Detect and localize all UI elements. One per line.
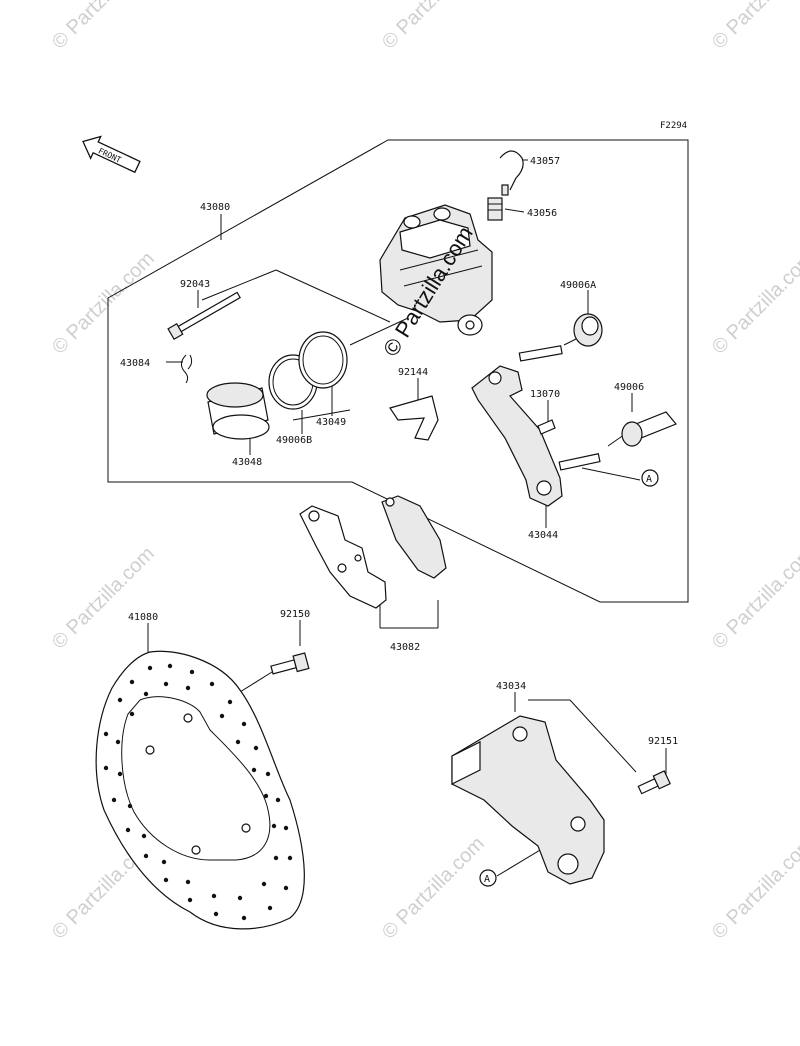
caliper-assembly-outline <box>107 139 689 603</box>
dust-seal <box>298 331 348 389</box>
retainer-clip <box>537 419 556 435</box>
disc-vent-holes <box>103 663 293 921</box>
part-label: 43044 <box>528 530 558 541</box>
boot-49006A <box>573 313 603 347</box>
ref-marker-label: A <box>484 874 490 885</box>
diagram-code: F2294 <box>660 121 687 131</box>
part-label: 92151 <box>648 736 678 747</box>
part-label: 92150 <box>280 609 310 620</box>
watermark: © Partzilla.com <box>48 248 159 359</box>
part-label: 92043 <box>180 279 210 290</box>
watermark: © Partzilla.com <box>378 0 489 54</box>
front-arrow-icon: FRONT <box>82 135 141 174</box>
part-labels: 43057 43056 43080 92043 43084 49006A 921… <box>120 156 678 747</box>
ref-marker-a-lower: A <box>479 869 497 887</box>
ref-marker-label: A <box>646 474 652 485</box>
bracket-bolt <box>637 770 671 795</box>
watermark: © Partzilla.com <box>708 248 800 359</box>
part-label: 43057 <box>530 156 560 167</box>
brake-disc <box>95 650 305 930</box>
ref-marker-a-upper: A <box>641 469 659 487</box>
part-label: 43084 <box>120 358 150 369</box>
part-label: 49006 <box>614 382 644 393</box>
part-label: 13070 <box>530 389 560 400</box>
part-label: 92144 <box>398 367 428 378</box>
hose-fitting <box>499 150 524 196</box>
brake-pad-inner <box>381 495 447 579</box>
caliper-mount-bracket <box>451 715 605 885</box>
part-label: 49006A <box>560 280 596 291</box>
part-label: 43049 <box>316 417 346 428</box>
watermark: © Partzilla.com <box>378 833 489 944</box>
part-label: 43080 <box>200 202 230 213</box>
watermark: © Partzilla.com <box>708 833 800 944</box>
leader-lines <box>147 159 667 877</box>
bleeder-valve <box>487 197 503 221</box>
pin-clip <box>180 354 193 384</box>
caliper-body <box>379 204 493 336</box>
part-label: 41080 <box>128 612 158 623</box>
part-label: 43034 <box>496 681 526 692</box>
part-label: 43056 <box>527 208 557 219</box>
caliper-bracket <box>471 365 563 507</box>
watermark: © Partzilla.com <box>48 543 159 654</box>
watermark: © Partzilla.com <box>48 0 159 54</box>
boot-49006 <box>621 411 677 447</box>
disc-bolt <box>270 652 310 675</box>
caliper-piston <box>206 382 270 440</box>
caliper-pin <box>167 291 241 341</box>
slide-pin-lower <box>558 453 601 471</box>
part-label: 43048 <box>232 457 262 468</box>
part-label: 43082 <box>390 642 420 653</box>
slide-pin-upper <box>518 345 563 362</box>
pad-spring <box>389 395 439 441</box>
brake-pad-outer <box>299 505 387 609</box>
watermark: © Partzilla.com <box>708 0 800 54</box>
watermark: © Partzilla.com <box>708 543 800 654</box>
part-label: 49006B <box>276 435 312 446</box>
